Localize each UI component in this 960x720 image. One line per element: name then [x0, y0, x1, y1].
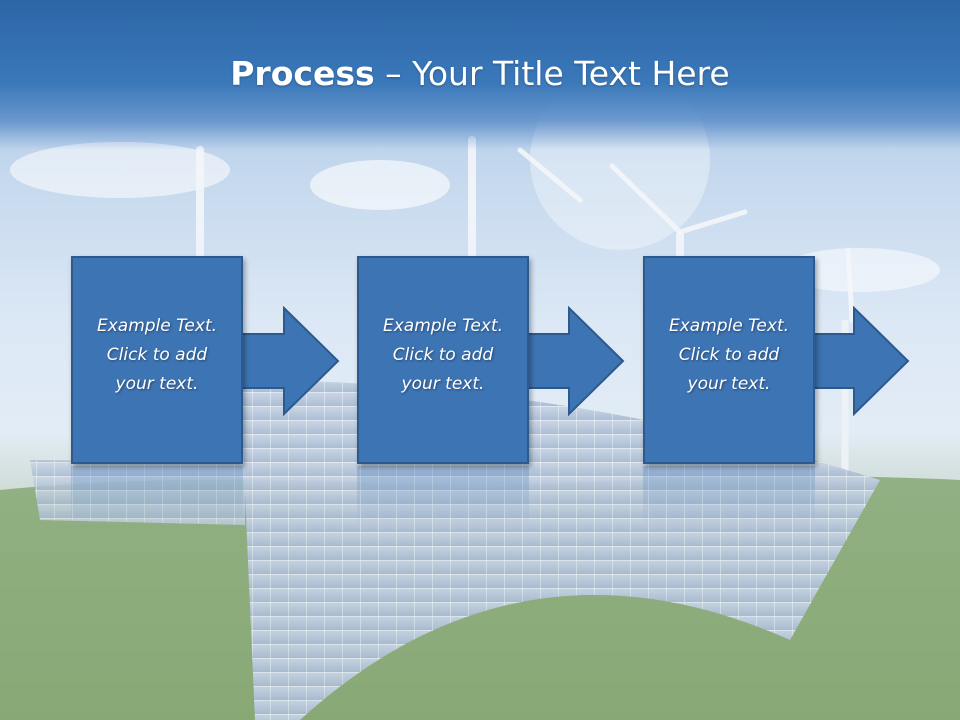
title-bold-part: Process — [230, 54, 375, 93]
title-band — [0, 0, 960, 150]
arrow-right-icon — [525, 306, 625, 416]
step-2-reflection — [357, 466, 529, 526]
title-rest-part: – Your Title Text Here — [374, 54, 730, 93]
process-step-2[interactable]: Example Text. Click to add your text. — [357, 256, 529, 464]
step-3-reflection — [643, 466, 815, 526]
arrow-right-icon — [240, 306, 340, 416]
arrow-right-icon — [810, 306, 910, 416]
process-step-3[interactable]: Example Text. Click to add your text. — [643, 256, 815, 464]
step-1-reflection — [71, 466, 243, 526]
process-step-1[interactable]: Example Text. Click to add your text. — [71, 256, 243, 464]
step-3-text[interactable]: Example Text. Click to add your text. — [668, 316, 790, 394]
step-2-text[interactable]: Example Text. Click to add your text. — [382, 316, 504, 394]
slide-title[interactable]: Process – Your Title Text Here — [0, 52, 960, 96]
step-1-text[interactable]: Example Text. Click to add your text. — [96, 316, 218, 394]
